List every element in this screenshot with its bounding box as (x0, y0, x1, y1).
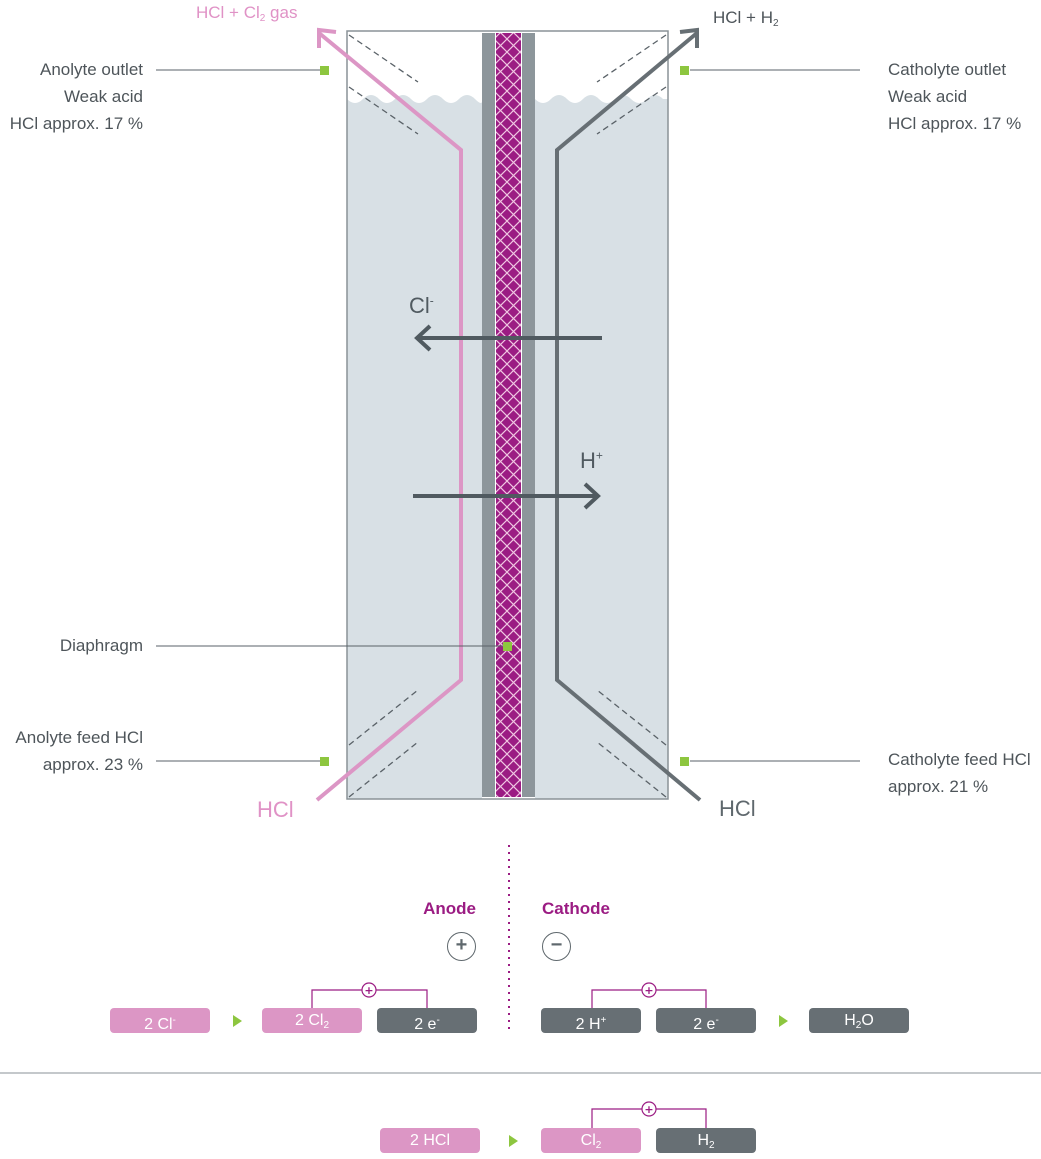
electrolyte-fill-cathode (535, 95, 668, 799)
diaphragm (496, 33, 521, 797)
anode-reaction-arrow-icon (233, 1015, 242, 1027)
catholyte-outlet-label: Catholyte outlet Weak acid HCl approx. 1… (888, 60, 1022, 133)
minus-sign-icon: − (542, 932, 571, 961)
baffle-bottom-left-2 (348, 741, 419, 798)
cathode-plate (522, 33, 535, 797)
anode-reactant-pill: 2 Cl- (110, 1008, 210, 1033)
cathode-bond-symbol: + (644, 984, 653, 997)
anode-plate (482, 33, 495, 797)
overall-reaction-arrow-icon (509, 1135, 518, 1147)
cathode-feed-in-label: HCl (719, 796, 756, 821)
cell-outline (346, 30, 669, 800)
catholyte-outlet-marker (680, 66, 689, 75)
baffle-bottom-right-1 (596, 689, 667, 746)
baffle-top-right-2 (596, 86, 667, 135)
proton-ion-label: H+ (580, 448, 603, 473)
plus-sign-icon: + (447, 932, 476, 961)
catholyte-flow-arrowhead (679, 27, 699, 48)
chloride-ion-label: Cl- (409, 293, 434, 318)
overall-product-h2-pill: H2 (656, 1128, 756, 1153)
anode-bond-circle (361, 982, 377, 998)
catholyte-feed-label: Catholyte feed HCl approx. 21 % (888, 750, 1031, 796)
cathode-reaction-arrow-icon (779, 1015, 788, 1027)
cathode-reactant-h-pill: 2 H+ (541, 1008, 641, 1033)
catholyte-flow-path (555, 31, 702, 802)
anolyte-outlet-label: Anolyte outlet Weak acid HCl approx. 17 … (9, 60, 143, 133)
cathode-heading: Cathode (542, 899, 610, 918)
baffle-top-right-1 (596, 34, 667, 83)
electrolyte-fill (347, 95, 483, 799)
diaphragm-marker (503, 642, 512, 651)
overall-bond-symbol: + (644, 1103, 653, 1116)
cathode-bond-circle (641, 982, 657, 998)
overall-bond-circle (641, 1101, 657, 1117)
baffle-bottom-left-1 (348, 689, 419, 746)
cathode-product-pill: H2O (809, 1008, 909, 1033)
anode-gas-out-label: HCl + Cl2 gas (196, 3, 298, 24)
proton-arrow-head (583, 482, 601, 510)
anolyte-feed-marker (320, 757, 329, 766)
anode-product-cl2-pill: 2 Cl2 (262, 1008, 362, 1033)
cathode-gas-out-label: HCl + H2 (713, 8, 779, 29)
anolyte-flow-arrowhead (317, 27, 337, 48)
anolyte-outlet-marker (320, 66, 329, 75)
catholyte-feed-marker (680, 757, 689, 766)
baffle-top-left-2 (348, 86, 419, 135)
anode-feed-in-label: HCl (257, 797, 294, 822)
baffle-top-left-1 (348, 34, 419, 83)
cathode-reactant-electrons-pill: 2 e- (656, 1008, 756, 1033)
anode-heading: Anode (423, 899, 476, 918)
diaphragm-label: Diaphragm (59, 636, 143, 655)
baffle-bottom-right-2 (596, 741, 667, 798)
anolyte-feed-label: Anolyte feed HCl approx. 23 % (15, 728, 143, 774)
overall-product-cl2-pill: Cl2 (541, 1128, 641, 1153)
anolyte-flow-path (315, 31, 463, 802)
anode-bond-symbol: + (364, 984, 373, 997)
anode-product-electrons-pill: 2 e- (377, 1008, 477, 1033)
chloride-arrow-head (414, 324, 432, 352)
overall-reactant-pill: 2 HCl (380, 1128, 480, 1153)
